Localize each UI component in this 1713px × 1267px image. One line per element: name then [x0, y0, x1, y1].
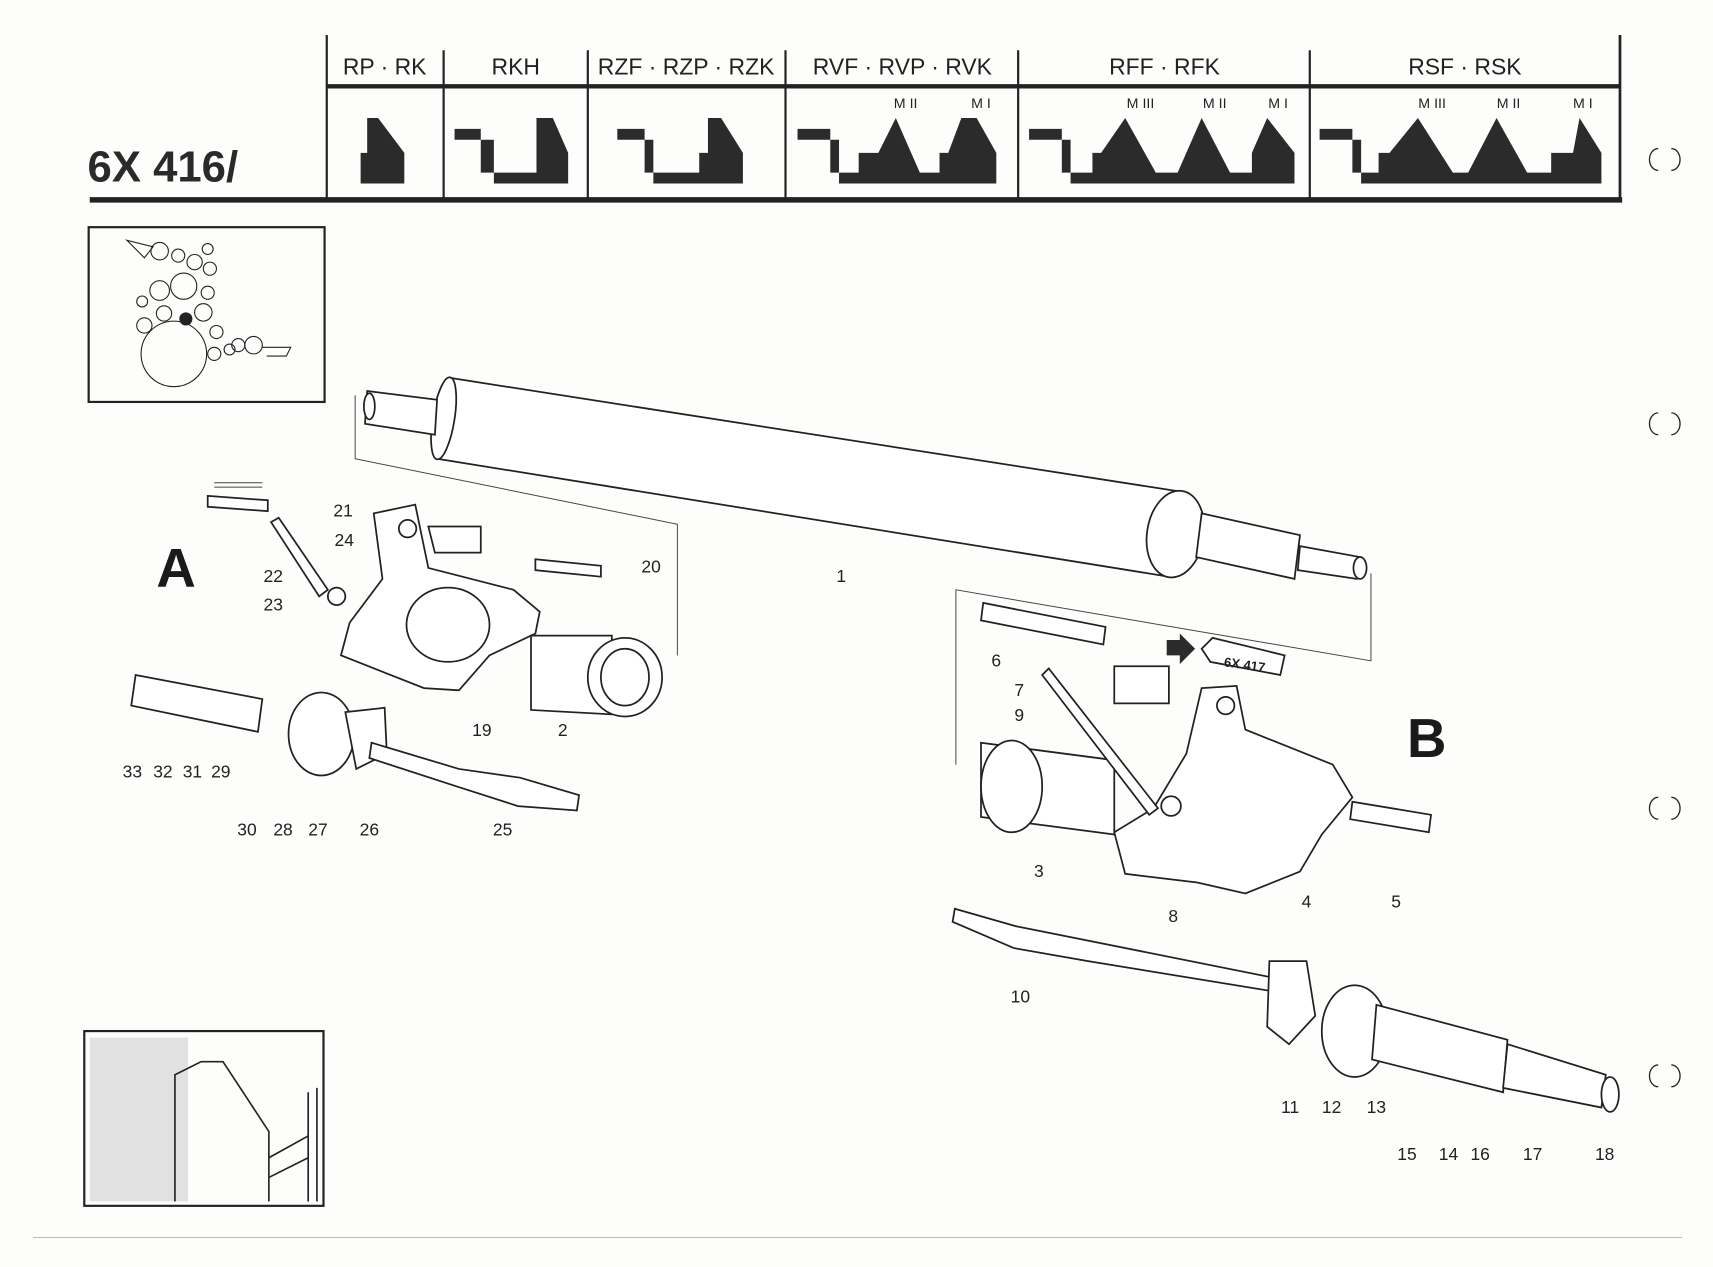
sub-label: M II [1497, 96, 1521, 112]
callout: 4 [1302, 892, 1312, 912]
callout: 9 [1014, 705, 1024, 725]
profile-rkh [454, 117, 569, 184]
callout: 29 [211, 762, 230, 782]
callout: 8 [1168, 906, 1178, 926]
profile-header-table: RP · RK RKH RZF · RZP · RZK RVF · RVP · … [89, 34, 1623, 203]
callout: 13 [1367, 1097, 1386, 1117]
sub-label: M III [1127, 96, 1155, 112]
document-title: 6X 416/ [88, 142, 239, 191]
profile-rvf [797, 117, 997, 184]
sub-label: M I [1268, 96, 1288, 112]
profile-rsf [1319, 117, 1602, 184]
callout: 6 [991, 650, 1001, 670]
callout: 5 [1391, 892, 1401, 912]
callout: 10 [1011, 987, 1031, 1007]
callout: 19 [472, 720, 491, 740]
callout: 16 [1470, 1144, 1489, 1164]
column-header-rff: RFF · RFK [1109, 53, 1220, 79]
callout: 23 [264, 595, 283, 615]
callout: 26 [360, 820, 379, 840]
callout: 17 [1523, 1144, 1542, 1164]
column-header-rp-rk: RP · RK [343, 53, 427, 79]
column-header-rvf: RVF · RVP · RVK [813, 53, 993, 79]
callout: 33 [123, 762, 142, 782]
detail-inset [83, 1029, 325, 1207]
callout: 18 [1595, 1144, 1614, 1164]
roller-part-1 [363, 376, 1368, 580]
callout: 25 [493, 820, 512, 840]
sub-label: M II [894, 96, 918, 112]
column-header-rzf: RZF · RZP · RZK [598, 53, 775, 79]
callout: 28 [273, 820, 292, 840]
callout: 20 [641, 556, 661, 576]
profile-rzf [617, 117, 743, 184]
callout: 1 [836, 566, 846, 586]
section-label-a: A [156, 538, 195, 599]
sub-label: M III [1418, 96, 1446, 112]
callout: 14 [1439, 1144, 1459, 1164]
roller-layout-inset [87, 226, 326, 404]
reference-tag-6x417: 6X 417 [1223, 654, 1266, 675]
callout: 3 [1034, 861, 1044, 881]
binder-holes [1648, 147, 1681, 1088]
callout: 24 [335, 530, 355, 550]
profile-rp-rk [360, 117, 405, 184]
callout: 2 [558, 720, 568, 740]
callout: 31 [183, 762, 202, 782]
callout: 12 [1322, 1097, 1341, 1117]
callout: 27 [308, 820, 327, 840]
callout: 7 [1014, 680, 1024, 700]
sub-label: M II [1203, 96, 1227, 112]
callout: 11 [1281, 1097, 1299, 1117]
callout: 21 [333, 501, 352, 521]
callout-numbers: 21 24 22 23 20 1 19 2 33 32 31 29 30 28 … [123, 501, 1615, 1164]
arrow-icon [1166, 633, 1196, 665]
column-header-rkh: RKH [492, 53, 540, 79]
callout: 30 [237, 820, 257, 840]
callout: 15 [1397, 1144, 1416, 1164]
bearing-assembly-b: 6X 417 [951, 601, 1620, 1113]
profile-rff [1029, 117, 1295, 184]
bearing-assembly-a [130, 482, 663, 812]
sub-label: M I [971, 96, 991, 112]
callout: 22 [264, 566, 283, 586]
column-header-rsf: RSF · RSK [1408, 53, 1522, 79]
section-label-b: B [1407, 708, 1446, 769]
sub-label: M I [1573, 96, 1593, 112]
callout: 32 [153, 762, 172, 782]
